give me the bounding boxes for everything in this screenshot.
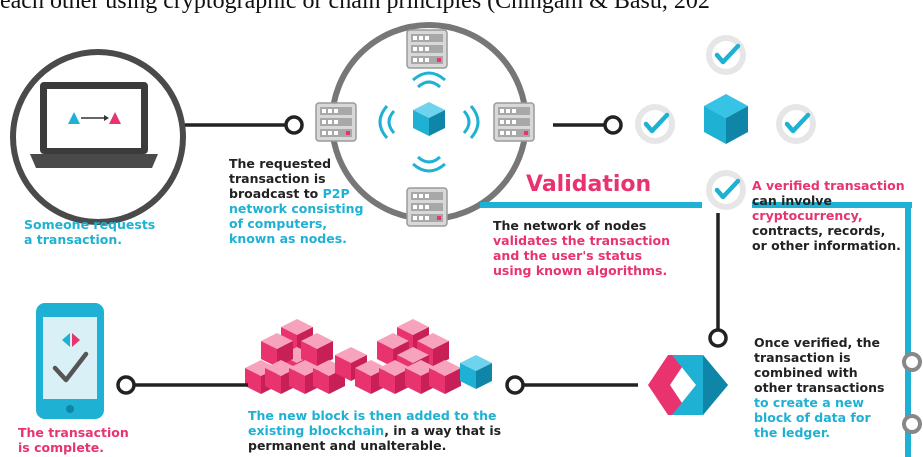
step7-line: is complete. [18, 440, 105, 455]
step1-line: Someone requests [24, 217, 156, 232]
p2p-label: P2P [322, 186, 350, 201]
validation-icon [635, 35, 816, 210]
step2-caption: The requested transaction is broadcast t… [229, 156, 399, 246]
header-text: each other using cryptographic or chain … [0, 0, 710, 14]
step3-line: and the user's status [493, 248, 643, 263]
step3-caption: The network of nodes validates the trans… [493, 218, 708, 278]
step1-line: a transaction. [24, 232, 123, 247]
step7-line: The transaction [18, 425, 129, 440]
right-connector-top [902, 352, 922, 372]
step4-caption: A verified transaction can involve crypt… [752, 178, 917, 253]
verified-underline [752, 202, 912, 208]
connector-1 [185, 115, 304, 135]
step2-line: broadcast to P2P [229, 186, 399, 201]
step2-line: network consisting [229, 201, 364, 216]
step2-line: known as nodes. [229, 231, 347, 246]
step6-text: existing blockchain [248, 423, 385, 438]
step4-line: or other information. [752, 238, 901, 253]
step5-line: block of data for [754, 410, 871, 425]
step3-line: The network of nodes [493, 218, 647, 233]
validation-title: Validation [526, 172, 652, 197]
step6-line: permanent and unalterable. [248, 438, 447, 453]
step4-line: A verified transaction [752, 178, 905, 193]
p2p-network-icon [315, 22, 535, 227]
step1-caption: Someone requests a transaction. [24, 217, 194, 247]
step2-text: broadcast to [229, 186, 323, 201]
validation-underline [480, 202, 702, 208]
connector-4 [505, 375, 638, 395]
step5-line: the ledger. [754, 425, 830, 440]
step3-line: validates the transaction [493, 233, 670, 248]
step5-caption: Once verified, the transaction is combin… [754, 335, 904, 440]
blockchain-icon [245, 319, 492, 394]
step7-caption: The transaction is complete. [18, 425, 148, 455]
step6-text: , in a way that is [384, 423, 502, 438]
step2-line: The requested [229, 156, 332, 171]
step2-line: transaction is [229, 171, 326, 186]
combine-block-icon [648, 355, 728, 415]
step5-line: other transactions [754, 380, 885, 395]
laptop-icon [10, 49, 186, 225]
step4-line: can involve [752, 193, 832, 208]
step5-line: to create a new [754, 395, 864, 410]
step5-line: Once verified, the [754, 335, 880, 350]
phone-icon [36, 303, 104, 419]
step5-line: combined with [754, 365, 858, 380]
step5-line: transaction is [754, 350, 851, 365]
step6-caption: The new block is then added to the exist… [248, 408, 528, 453]
step2-line: of computers, [229, 216, 328, 231]
right-edge-line [905, 202, 911, 457]
step6-line: existing blockchain, in a way that is [248, 423, 528, 438]
step6-line: The new block is then added to the [248, 408, 497, 423]
connector-2 [553, 115, 623, 135]
step3-line: using known algorithms. [493, 263, 668, 278]
connector-5 [116, 375, 248, 395]
step4-line: contracts, records, [752, 223, 886, 238]
step4-line: cryptocurrency, [752, 208, 863, 223]
connector-3 [708, 213, 728, 348]
right-connector-bottom [902, 414, 922, 434]
